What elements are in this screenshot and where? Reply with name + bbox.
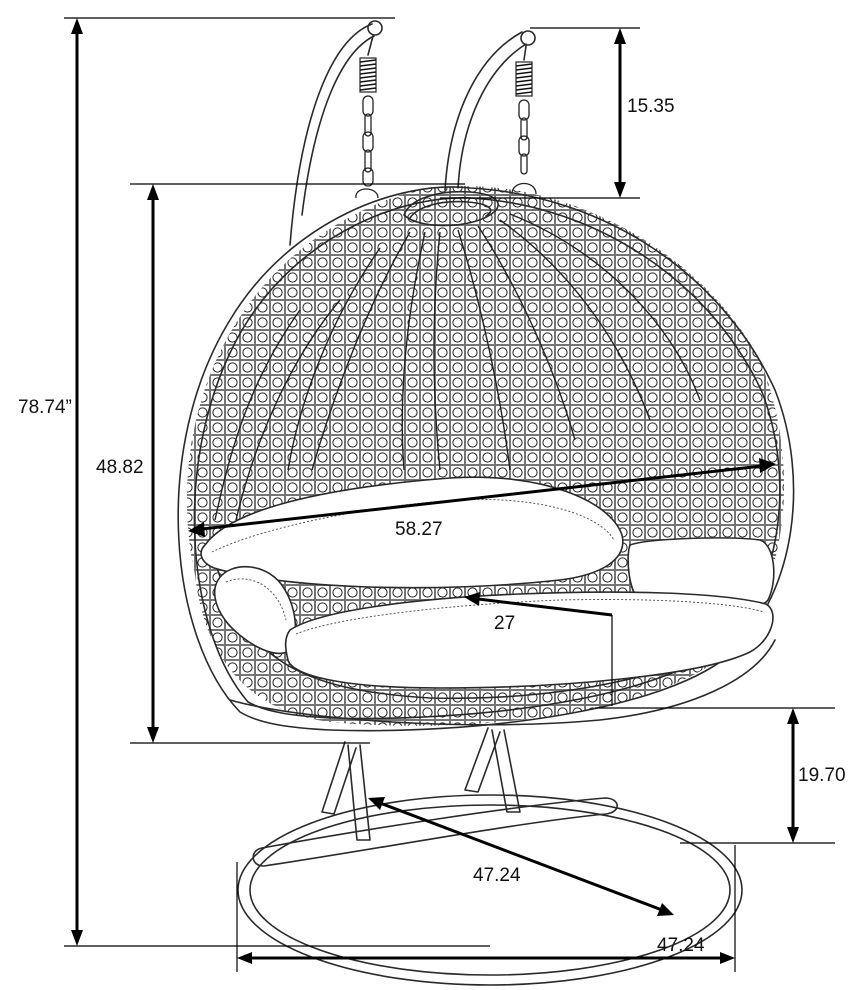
right-chain — [511, 99, 537, 195]
basket-outer-rim-2 — [193, 197, 781, 720]
label-base-width: 47.24 — [657, 935, 705, 956]
label-base-depth: 47.24 — [473, 865, 521, 886]
stand-leg-left — [321, 741, 357, 815]
label-total-height: 78.74” — [18, 397, 72, 418]
stand-base-inner — [249, 804, 731, 976]
label-seat-height: 19.70 — [798, 765, 846, 786]
seat-cushion — [284, 591, 774, 689]
right-hook-ball — [520, 30, 536, 46]
basket-top-ring — [403, 190, 499, 227]
dimension-lines — [64, 17, 835, 972]
left-hook-ball — [367, 20, 383, 36]
dimension-labels: 78.74” 48.82 15.35 58.27 27 19.70 47.24 … — [18, 96, 846, 956]
stand-leg-left-b — [347, 744, 371, 841]
left-spring — [359, 57, 377, 93]
stand-left-arm-inner — [301, 35, 375, 216]
left-chain — [355, 95, 379, 199]
label-chain-height: 15.35 — [627, 96, 675, 117]
label-seat-depth: 27 — [494, 613, 515, 634]
stand-right-arm — [444, 31, 523, 191]
label-basket-width: 58.27 — [395, 519, 443, 540]
stand-base-outer — [237, 794, 743, 986]
stand-leg-right — [464, 727, 501, 793]
right-spring — [515, 61, 533, 97]
stand-base-bar — [252, 797, 618, 867]
cushions — [200, 476, 775, 689]
seat-base-front — [229, 639, 776, 726]
stand — [237, 23, 743, 986]
hanging-hardware — [355, 20, 537, 199]
label-basket-height: 48.82 — [96, 457, 144, 478]
stand-right-arm-inner — [457, 43, 527, 189]
stand-left-arm — [289, 23, 373, 246]
basket-ribs — [214, 213, 701, 521]
stand-leg-right-b — [491, 729, 521, 813]
